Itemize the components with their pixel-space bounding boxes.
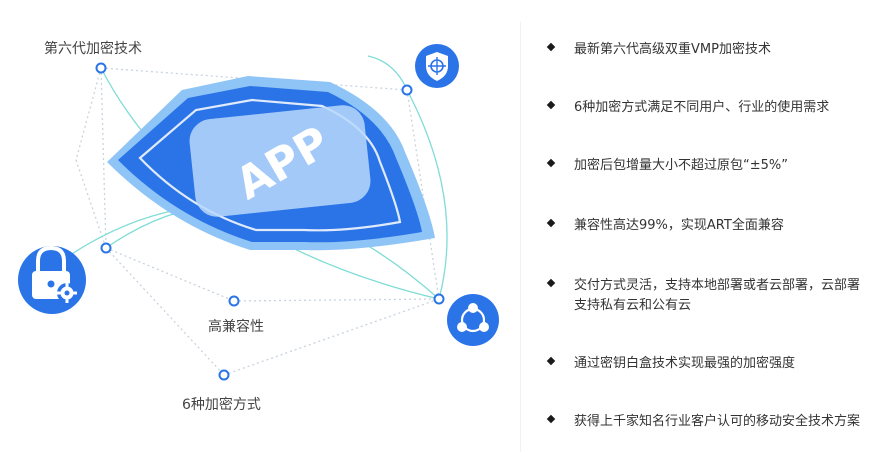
feature-item: 加密后包增量大小不超过原包“±5%” (546, 156, 863, 176)
diamond-bullet-icon (546, 278, 556, 288)
feature-item: 获得上千家知名行业客户认可的移动安全技术方案 (546, 412, 863, 432)
feature-item: 通过密钥白盒技术实现最强的加密强度 (546, 354, 863, 374)
feature-text: 通过密钥白盒技术实现最强的加密强度 (574, 356, 796, 371)
dotted-connector-lines (75, 67, 440, 376)
feature-item: 最新第六代高级双重VMP加密技术 (546, 40, 863, 60)
security-diagram: APP (18, 41, 499, 413)
node-dot (100, 242, 112, 254)
diamond-bullet-icon (546, 42, 556, 52)
label-high-compatibility: 高兼容性 (208, 319, 264, 335)
feature-text: 兼容性高达99%，实现ART全面兼容 (574, 218, 784, 233)
feature-text: 6种加密方式满足不同用户、行业的使用需求 (574, 100, 830, 115)
feature-text: 最新第六代高级双重VMP加密技术 (574, 42, 771, 57)
node-dot (218, 369, 230, 381)
diamond-bullet-icon (546, 100, 556, 110)
diamond-bullet-icon (546, 414, 556, 424)
node-dots (95, 62, 445, 381)
feature-text: 交付方式灵活，支持本地部署或者云部署，云部署支持私有云和公有云 (574, 278, 861, 313)
node-dot (401, 84, 413, 96)
app-shield: APP (107, 76, 435, 251)
label-sixth-gen-encryption: 第六代加密技术 (44, 41, 142, 57)
feature-text: 加密后包增量大小不超过原包“±5%” (574, 158, 788, 173)
lock-gear-icon (18, 245, 86, 314)
feature-item: 交付方式灵活，支持本地部署或者云部署，云部署支持私有云和公有云 (546, 276, 863, 316)
node-dot (228, 295, 240, 307)
share-network-icon (447, 294, 499, 346)
feature-text: 获得上千家知名行业客户认可的移动安全技术方案 (574, 414, 861, 429)
label-six-encryption-methods: 6种加密方式 (182, 397, 261, 413)
node-dot (95, 62, 107, 74)
target-shield-icon (415, 44, 459, 88)
feature-item: 兼容性高达99%，实现ART全面兼容 (546, 216, 863, 236)
divider (520, 22, 521, 452)
node-dot (433, 293, 445, 305)
diamond-bullet-icon (546, 218, 556, 228)
diamond-bullet-icon (546, 158, 556, 168)
feature-item: 6种加密方式满足不同用户、行业的使用需求 (546, 98, 863, 118)
diamond-bullet-icon (546, 356, 556, 366)
diagram-graphic: APP (18, 44, 499, 381)
